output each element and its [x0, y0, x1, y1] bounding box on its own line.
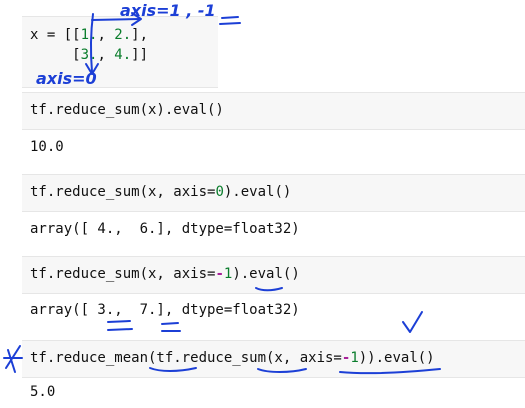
- code-text: )).eval(): [358, 350, 435, 366]
- number-literal: 2.: [114, 27, 132, 43]
- code-cell-3-output: array([ 4., 6.], dtype=float32): [30, 221, 300, 237]
- code-text: ,: [97, 27, 115, 43]
- number-literal: 3.: [80, 47, 98, 63]
- code-cell-1-line-2: [3., 4.]]: [30, 46, 148, 64]
- eq-mark-1a: [107, 320, 131, 323]
- number-literal: 1.: [80, 27, 98, 43]
- code-cell-2-output: 10.0: [30, 139, 64, 155]
- star-mark: [3, 345, 23, 373]
- number-literal: 1: [350, 350, 359, 366]
- code-cell-3[interactable]: [22, 174, 525, 212]
- underline-neg1-2: [219, 22, 241, 25]
- code-cell-3-input: tf.reduce_sum(x, axis=0).eval(): [30, 183, 291, 201]
- code-cell-2[interactable]: [22, 92, 525, 130]
- code-text: tf.reduce_sum(x, axis=: [30, 266, 216, 282]
- underline-neg1: [221, 16, 239, 19]
- code-cell-5-input: tf.reduce_mean(tf.reduce_sum(x, axis=-1)…: [30, 349, 435, 367]
- code-text: ],: [131, 27, 149, 43]
- code-text: [: [30, 47, 81, 63]
- number-literal: 0: [215, 184, 224, 200]
- code-cell-5-output: 5.0: [30, 384, 56, 400]
- code-text: ).eval(): [223, 184, 292, 200]
- code-text: ).eval(): [232, 266, 300, 282]
- check-arrow: [402, 311, 423, 333]
- number-literal: 1: [223, 266, 233, 282]
- code-text: ]]: [131, 47, 149, 63]
- code-cell-4-input: tf.reduce_sum(x, axis=-1).eval(): [30, 265, 300, 283]
- eq-mark-2a: [161, 322, 179, 325]
- code-text: ,: [97, 47, 115, 63]
- number-literal: 4.: [114, 47, 132, 63]
- code-cell-1-line-1: x = [[1., 2.],: [30, 26, 148, 44]
- operator: -: [215, 266, 224, 282]
- code-cell-2-input: tf.reduce_sum(x).eval(): [30, 102, 224, 118]
- code-cell-4-output: array([ 3., 7.], dtype=float32): [30, 302, 300, 318]
- code-cell-1[interactable]: [22, 16, 218, 88]
- operator: -: [341, 350, 351, 366]
- code-text: tf.reduce_sum(x, axis=: [30, 184, 216, 200]
- code-text: x = [[: [30, 27, 81, 43]
- eq-mark-1b: [107, 328, 133, 331]
- code-text: tf.reduce_mean(tf.reduce_sum(x, axis=: [30, 350, 342, 366]
